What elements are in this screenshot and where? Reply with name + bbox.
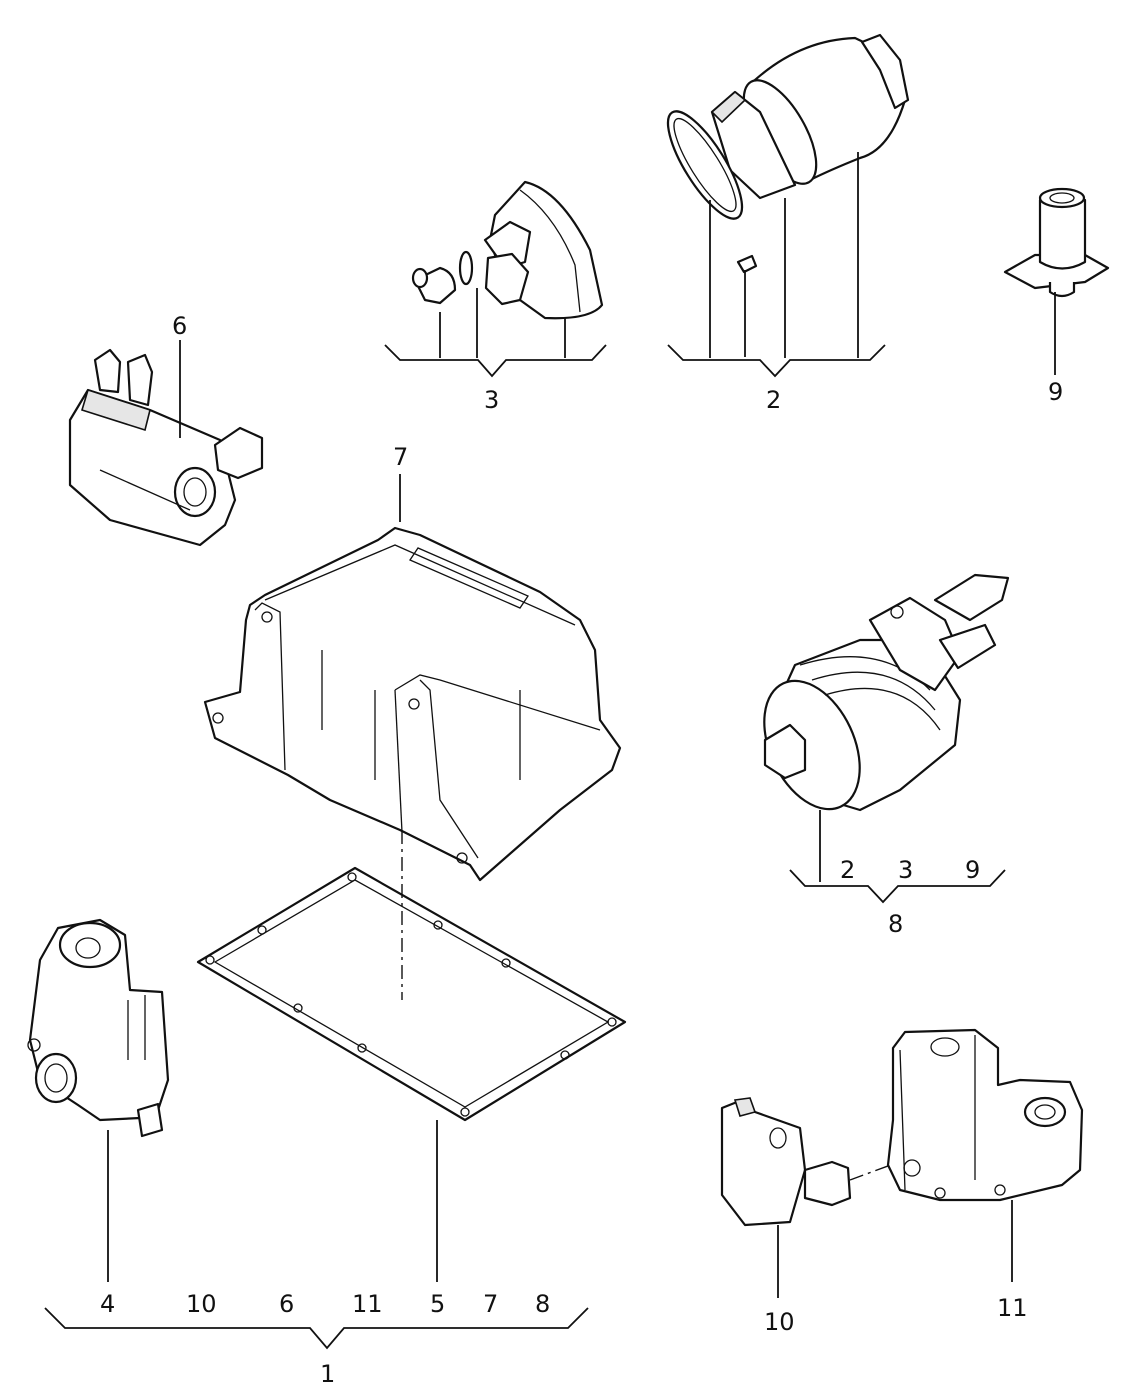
part-11-bracket bbox=[886, 1028, 1084, 1202]
group-8-item-3: 3 bbox=[898, 856, 913, 884]
group-1-item-7: 7 bbox=[483, 1290, 498, 1318]
leader-lines bbox=[107, 152, 1056, 1298]
group-8-item-2: 2 bbox=[840, 856, 855, 884]
group-1-item-5: 5 bbox=[430, 1290, 445, 1318]
group-1-item-6: 6 bbox=[279, 1290, 294, 1318]
callout-1: 1 bbox=[320, 1360, 335, 1388]
part-7-cover bbox=[203, 526, 622, 882]
callout-labels: 6 3 2 9 7 2 3 9 8 4 10 6 11 5 7 8 10 11 … bbox=[100, 312, 1063, 1388]
group-1-item-4: 4 bbox=[100, 1290, 115, 1318]
part-2-cylinder bbox=[666, 33, 910, 357]
group-1-item-11: 11 bbox=[352, 1290, 383, 1318]
group-1-item-8: 8 bbox=[535, 1290, 550, 1318]
group-brackets bbox=[44, 344, 1006, 1350]
group-8-item-9: 9 bbox=[965, 856, 980, 884]
group-1-item-10: 10 bbox=[186, 1290, 217, 1318]
part-6-valve-block bbox=[68, 348, 264, 547]
part-3-bracket bbox=[411, 180, 604, 320]
callout-3: 3 bbox=[484, 386, 499, 414]
callout-11: 11 bbox=[997, 1294, 1028, 1322]
part-4-housing bbox=[27, 918, 170, 1138]
callout-8: 8 bbox=[888, 910, 903, 938]
part-5-gasket bbox=[196, 830, 627, 1122]
part-10-solenoid bbox=[720, 1097, 916, 1227]
part-8-pump bbox=[763, 573, 1010, 812]
callout-6: 6 bbox=[172, 312, 187, 340]
callout-9: 9 bbox=[1048, 378, 1063, 406]
part-9-flange bbox=[1003, 187, 1110, 298]
callout-7: 7 bbox=[393, 443, 408, 471]
callout-10: 10 bbox=[764, 1308, 795, 1336]
callout-2: 2 bbox=[766, 386, 781, 414]
